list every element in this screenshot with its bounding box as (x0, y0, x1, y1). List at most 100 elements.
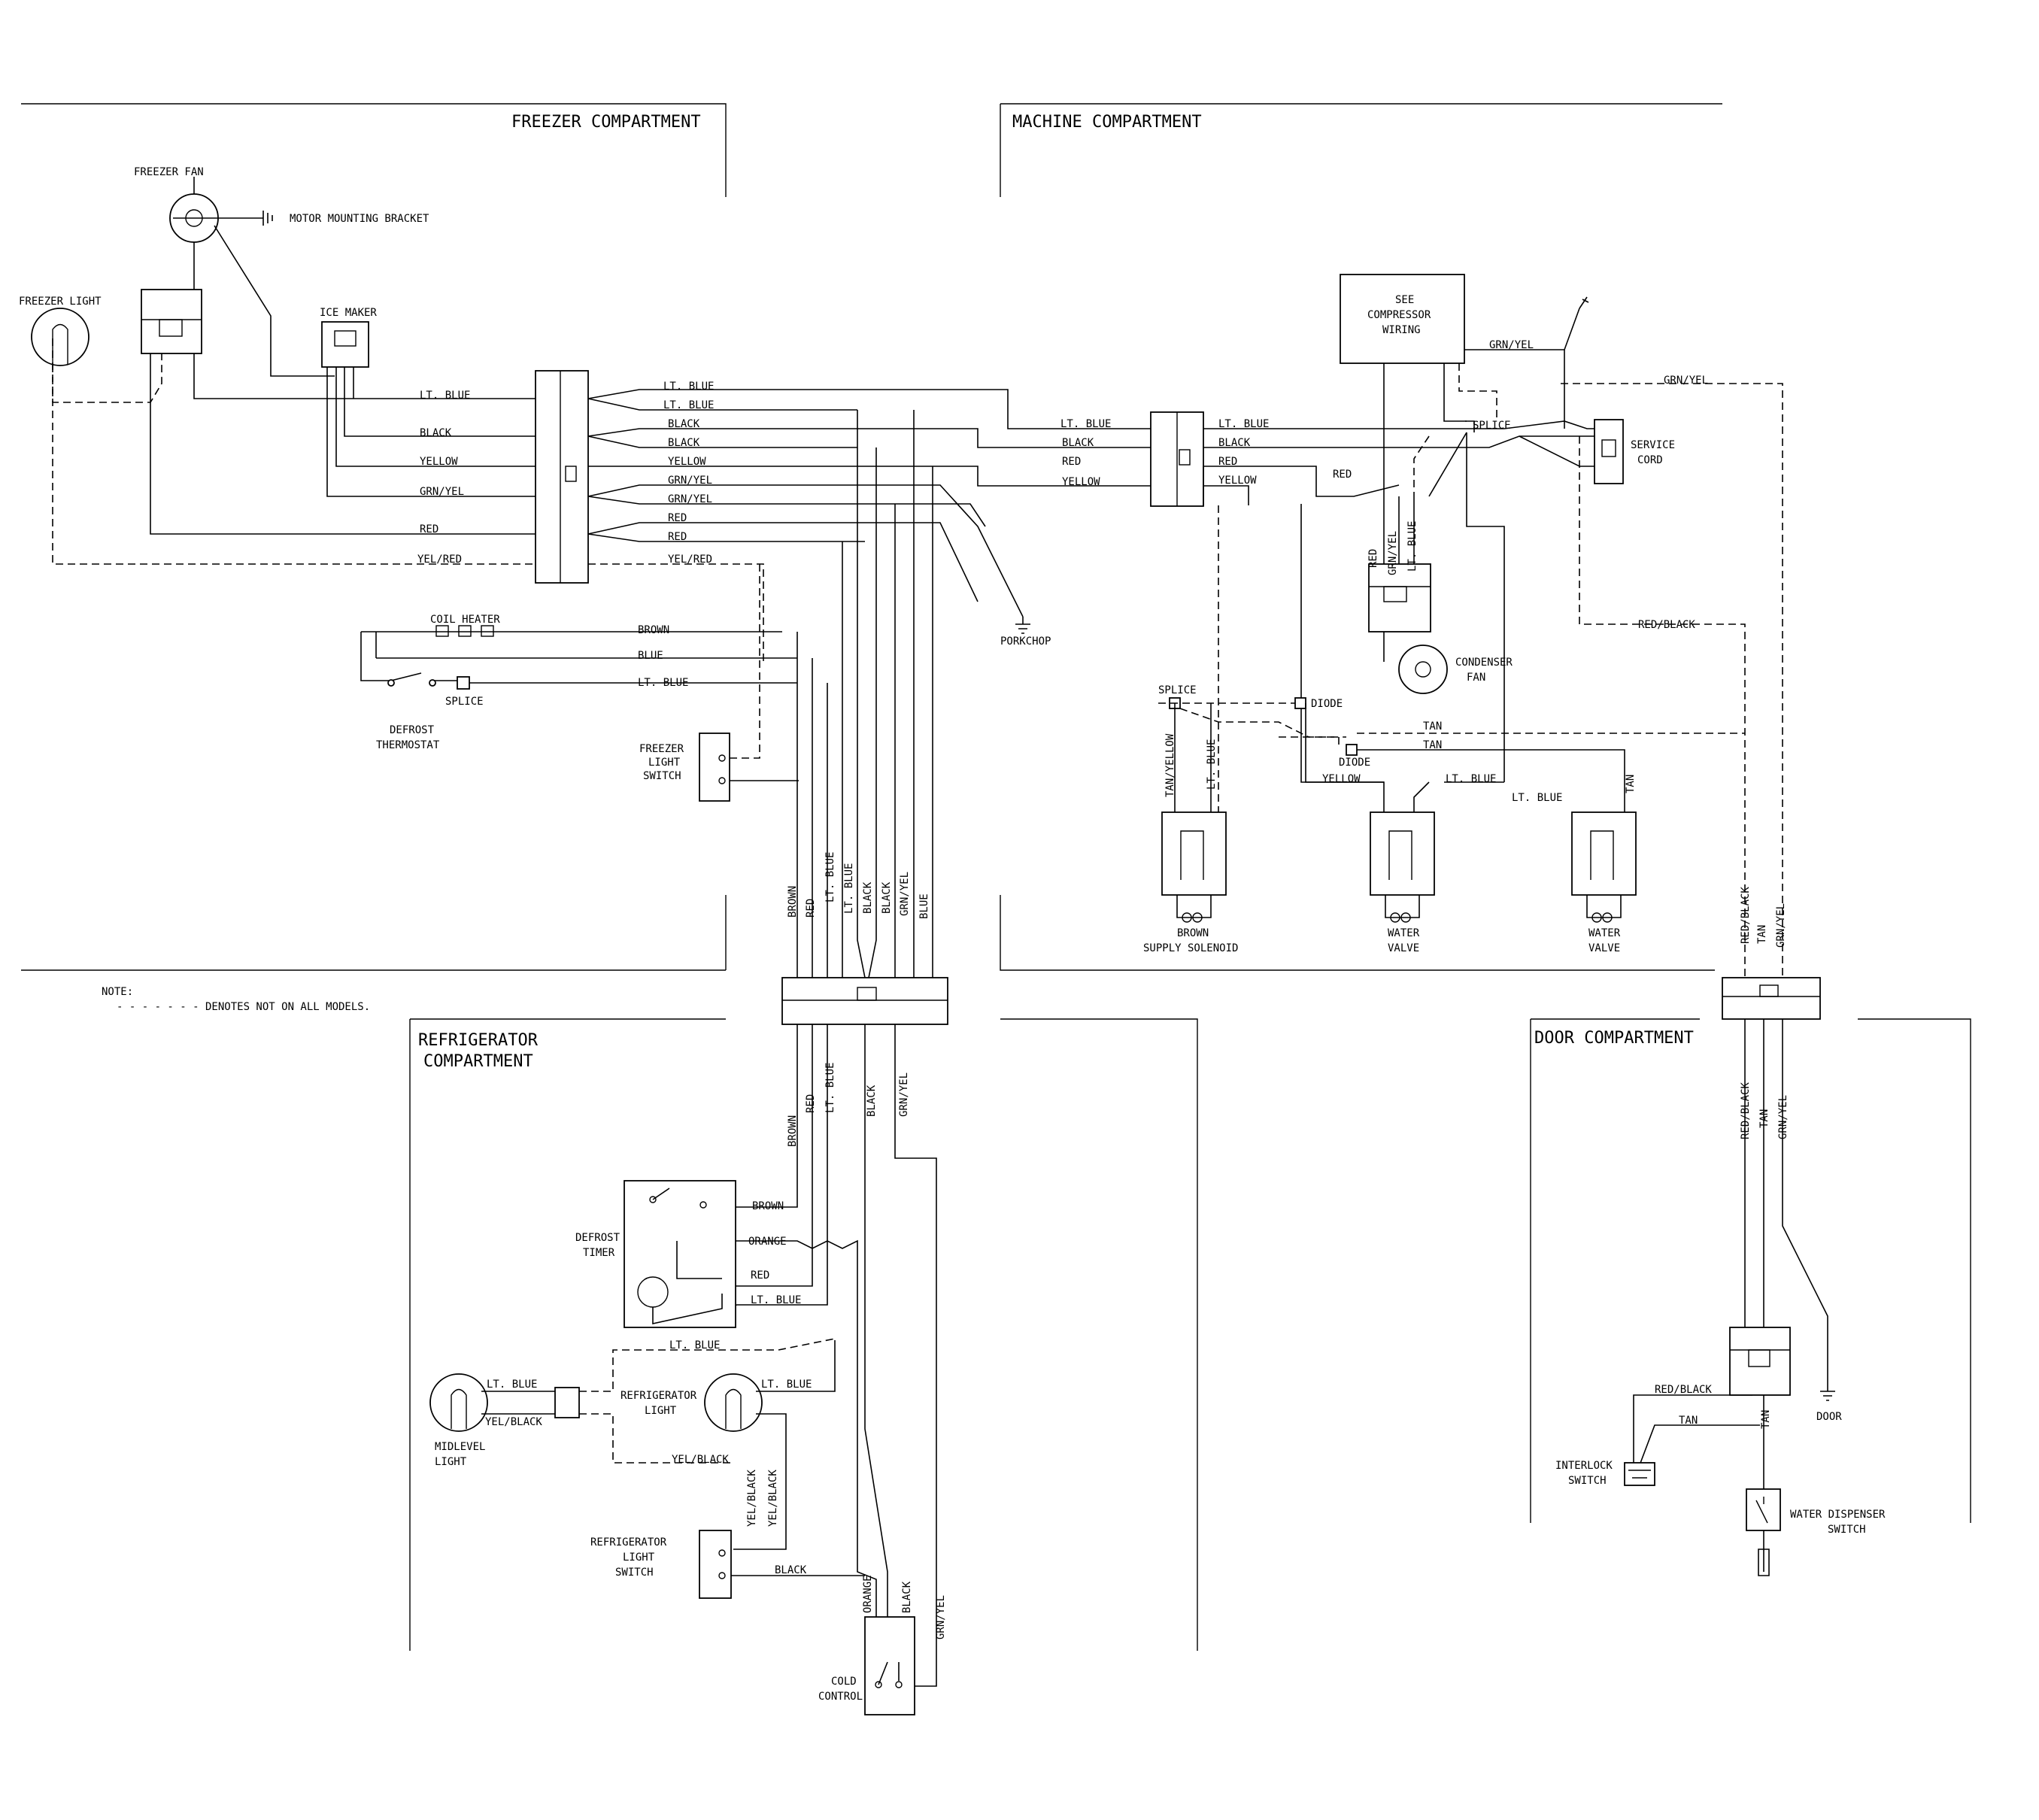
refrigerator-light-switch-label-3: SWITCH (615, 1567, 654, 1579)
refrigerator-light (579, 1338, 836, 1550)
refrigerator-compartment-title-2: COMPARTMENT (423, 1052, 533, 1071)
wire-label-ltblue-17: LT. BLUE (761, 1379, 812, 1391)
wire-label-black-3: BLACK (668, 437, 700, 449)
wire-label-ltblue-8: LT. BLUE (1218, 418, 1269, 430)
water-valve-1-label-1: WATER (1388, 927, 1420, 939)
refrigerator-light-label-2: LIGHT (645, 1405, 677, 1417)
wire-label-redblack-2: RED/BLACK (1740, 887, 1752, 944)
wire-label-tan-6: TAN (1679, 1415, 1698, 1427)
valve-wiring (1158, 697, 1745, 812)
freezer-light-switch-label-1: FREEZER (639, 743, 684, 755)
splice-label-2: SPLICE (1473, 420, 1511, 432)
wire-label-ltblue-15: LT. BLUE (487, 1379, 537, 1391)
wire-label-yellow-5: YELLOW (1322, 773, 1361, 785)
wire-label-grnyel-11: GRN/YEL (935, 1595, 947, 1640)
wire-label-ltblue-11: LT. BLUE (1512, 792, 1562, 804)
condenser-fan-connector (1368, 563, 1431, 632)
service-cord (1594, 419, 1624, 484)
freezer-light-switch-label-3: SWITCH (643, 770, 681, 782)
wire-label-yellow-4: YELLOW (1218, 475, 1257, 487)
wire-label-grnyel-4: GRN/YEL (899, 872, 911, 916)
wire-label-brown-2: BROWN (787, 886, 799, 918)
compressor-box (1340, 274, 1465, 364)
center-wire-bundle (796, 410, 933, 978)
wire-label-tan-1: TAN (1423, 720, 1442, 733)
wire-label-red-8: RED (1367, 549, 1379, 568)
wire-label-blue-2: BLUE (918, 893, 930, 919)
freezer-left-wires (52, 177, 536, 565)
wire-label-black-6: BLACK (1062, 437, 1094, 449)
door-compartment-title: DOOR COMPARTMENT (1534, 1029, 1694, 1048)
wire-label-black-5: BLACK (881, 881, 893, 914)
wire-label-ltblue-3: LT. BLUE (663, 399, 714, 411)
wire-label-yelblack-4: YEL/BLACK (767, 1470, 779, 1527)
refrigerator-light-switch-label-2: LIGHT (623, 1552, 655, 1564)
defrost-thermostat (387, 672, 797, 690)
wire-label-tanyellow-1: TAN/YELLOW (1164, 733, 1176, 797)
machine-wires (1203, 296, 1783, 978)
splice-label-1: SPLICE (445, 696, 484, 708)
wire-label-grnyel-7: GRN/YEL (1387, 531, 1399, 575)
note-text: - - - - - - - DENOTES NOT ON ALL MODELS. (117, 1001, 370, 1013)
interlock-switch (1624, 1462, 1655, 1486)
wire-label-ltblue-16: LT. BLUE (669, 1339, 720, 1351)
water-valve-1 (1370, 811, 1435, 923)
wire-label-ltblue-4: LT. BLUE (638, 677, 688, 689)
freezer-fan-label: FREEZER FAN (134, 166, 204, 178)
wire-label-redblack-3: RED/BLACK (1740, 1082, 1752, 1139)
refrigerator-compartment-title-1: REFRIGERATOR (418, 1031, 539, 1050)
wire-label-red-5: RED (1062, 456, 1081, 468)
brown-supply-solenoid (1161, 811, 1227, 923)
wire-label-black-1: BLACK (420, 427, 452, 439)
wire-label-black-4: BLACK (862, 881, 874, 914)
wire-label-tan-3: TAN (1625, 775, 1637, 793)
midlevel-light-label-1: MIDLEVEL (435, 1441, 485, 1453)
freezer-fan-connector (141, 289, 202, 354)
porkchop-label: PORKCHOP (1000, 635, 1051, 648)
wire-label-ltblue-10: LT. BLUE (1446, 773, 1496, 785)
wire-label-yelblack-1: YEL/BLACK (485, 1416, 542, 1428)
water-valve-2-label-2: VALVE (1588, 942, 1620, 954)
wire-label-red-3: RED (668, 531, 687, 543)
wire-label-grnyel-5: GRN/YEL (1489, 339, 1534, 351)
freezer-light-switch-label-2: LIGHT (648, 757, 681, 769)
interlock-switch-label-2: SWITCH (1568, 1475, 1607, 1487)
ice-maker (321, 321, 369, 368)
water-dispenser-switch-label-1: WATER DISPENSER (1790, 1509, 1886, 1521)
wire-label-red-2: RED (668, 512, 687, 524)
wire-label-grnyel-8: GRN/YEL (1775, 903, 1787, 948)
refrigerator-light-label-1: REFRIGERATOR (620, 1390, 697, 1402)
coil-heater (360, 625, 797, 681)
freezer-light-label: FREEZER LIGHT (19, 296, 102, 308)
defrost-thermostat-label-2: THERMOSTAT (376, 739, 440, 751)
brown-solenoid-label-1: BROWN (1177, 927, 1209, 939)
wire-label-yelred-2: YEL/RED (668, 554, 712, 566)
wire-label-red-9: RED (805, 1094, 817, 1113)
wire-label-red-6: RED (1218, 456, 1237, 468)
coil-heater-label: COIL HEATER (430, 614, 500, 626)
water-dispenser-switch-label-2: SWITCH (1828, 1524, 1866, 1536)
wire-label-ltblue-9: LT. BLUE (1406, 521, 1419, 572)
compressor-label-1: SEE (1395, 294, 1414, 306)
water-valve-2-label-1: WATER (1588, 927, 1621, 939)
wire-label-red-1: RED (420, 523, 438, 535)
machine-connector (1150, 411, 1204, 507)
defrost-thermostat-label-1: DEFROST (390, 724, 435, 736)
refrigerator-connector (781, 977, 948, 1025)
wire-label-ltblue-1: LT. BLUE (420, 390, 470, 402)
cold-control-label-2: CONTROL (818, 1691, 863, 1703)
door-label: DOOR (1816, 1411, 1842, 1423)
refrigerator-light-switch (699, 1530, 865, 1599)
wire-label-ltblue-6: LT. BLUE (843, 863, 855, 914)
ice-maker-label: ICE MAKER (320, 307, 377, 319)
wire-label-black-10: BLACK (901, 1581, 913, 1613)
freezer-compartment-title: FREEZER COMPARTMENT (511, 113, 701, 132)
wire-label-ltblue-7: LT. BLUE (1060, 418, 1111, 430)
freezer-light (31, 308, 90, 366)
compressor-label-3: WIRING (1382, 324, 1421, 336)
wire-label-tan-5: TAN (1758, 1109, 1770, 1128)
wire-label-brown-3: BROWN (787, 1115, 799, 1147)
wire-label-tan-7: TAN (1760, 1410, 1772, 1429)
freezer-right-wires (587, 389, 1151, 662)
service-cord-label-1: SERVICE (1631, 439, 1675, 451)
